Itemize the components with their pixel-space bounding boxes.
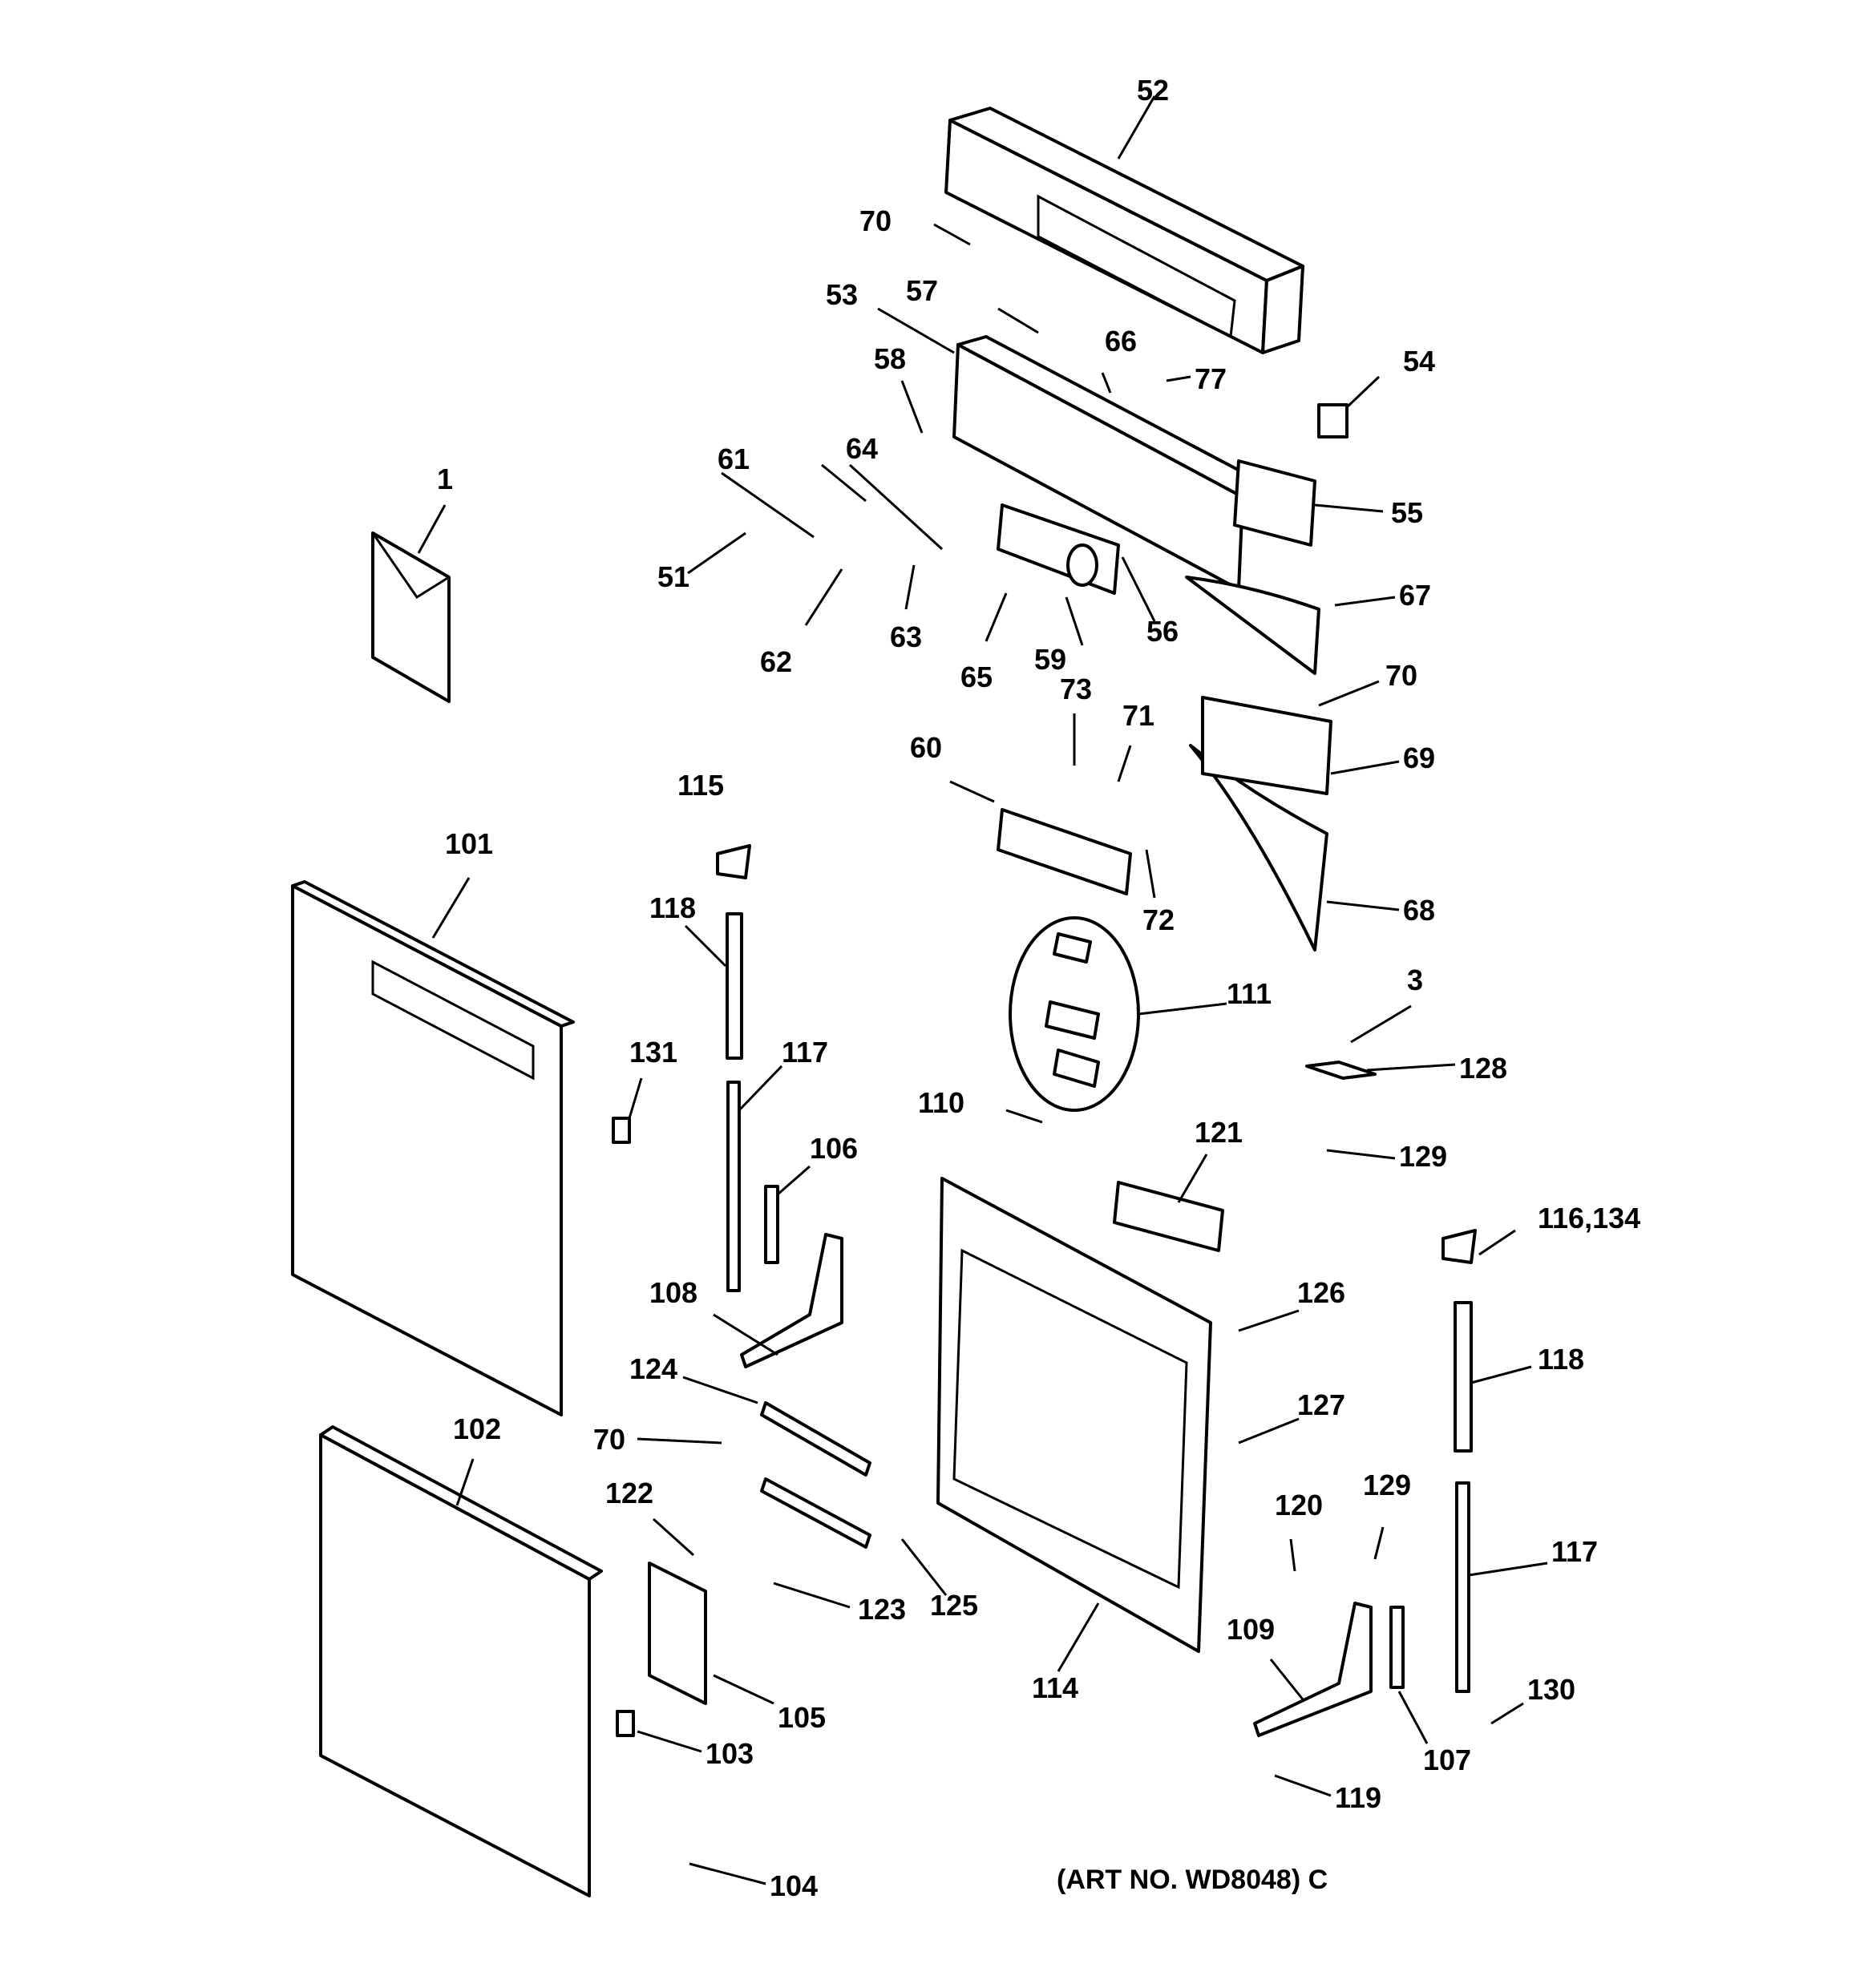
callout-101: 101 [445,827,494,860]
part-101-outer-door [291,877,575,1416]
callout-64: 64 [846,432,879,465]
part-103-clip [616,1710,702,1753]
callout-57: 57 [906,274,939,307]
part-125-bracket [760,1477,948,1596]
callout-104: 104 [770,1869,819,1902]
part-1-literature-envelope [371,504,451,703]
callout-116-134: 116,134 [1538,1202,1641,1234]
callout-129-bottom: 129 [1363,1469,1412,1501]
callout-52: 52 [1137,74,1170,107]
callout-109: 109 [1227,1613,1276,1646]
callout-105: 105 [778,1701,827,1734]
part-121-dispenser [1113,1154,1224,1252]
part-131-clip [612,1077,643,1144]
callout-127: 127 [1297,1388,1346,1421]
part-115-bracket-left [716,844,751,879]
callout-125: 125 [930,1589,979,1622]
callout-58: 58 [874,342,907,375]
part-124-bracket [682,1376,871,1477]
part-118-spring-left [684,912,743,1060]
callout-67: 67 [1399,579,1432,612]
part-111-bracket-kit [1009,916,1227,1112]
callout-108: 108 [649,1276,698,1309]
callout-124: 124 [629,1352,678,1385]
callout-106: 106 [810,1132,859,1165]
part-114-inner-door [936,1177,1212,1672]
callout-131: 131 [629,1036,678,1069]
callout-102: 102 [453,1412,502,1445]
art-number: (ART NO. WD8048) C [1057,1865,1328,1895]
callout-119: 119 [1335,1781,1382,1814]
callout-77: 77 [1195,362,1227,395]
callout-126: 126 [1297,1276,1346,1309]
part-59-knob-panel [997,503,1120,595]
callout-70-top: 70 [859,204,892,237]
callout-123: 123 [858,1593,907,1626]
part-108-hinge-left [713,1233,843,1368]
callout-72: 72 [1142,903,1175,936]
callout-61: 61 [718,442,750,475]
callout-70-right: 70 [1385,659,1418,692]
callout-62: 62 [760,645,793,678]
callout-71: 71 [1122,699,1155,732]
callout-118-left: 118 [649,891,697,924]
part-105-hinge-plate [648,1562,774,1705]
part-106-hinge-arm [764,1165,811,1264]
callout-114: 114 [1032,1671,1079,1704]
callout-53: 53 [826,278,859,311]
part-60-button-panel [949,780,1132,895]
part-117-rod-right [1455,1481,1548,1693]
callout-56: 56 [1146,615,1179,648]
callout-68: 68 [1403,894,1436,927]
callout-55: 55 [1391,496,1424,529]
callout-69: 69 [1403,741,1436,774]
callout-130: 130 [1527,1673,1576,1706]
callout-110: 110 [918,1086,965,1119]
part-67-wire-harness [1185,576,1396,675]
part-107-hinge-arm [1389,1606,1429,1744]
callout-117-right: 117 [1551,1535,1599,1568]
part-55-timer [1233,459,1384,547]
part-69-circuit-board [1201,696,1400,795]
callout-117-left: 117 [782,1036,829,1069]
callout-118-right: 118 [1538,1343,1585,1376]
part-102-door-panel [319,1425,603,1897]
callout-129-top: 129 [1399,1140,1448,1173]
callout-65: 65 [960,661,993,693]
callout-115: 115 [677,769,725,802]
part-128-plate [1305,1061,1456,1080]
callout-51: 51 [657,560,690,593]
callout-66: 66 [1105,325,1138,358]
part-118-spring-right [1454,1301,1532,1453]
callout-70-bottom: 70 [593,1423,626,1456]
callout-107: 107 [1423,1744,1472,1776]
part-116-bracket-right [1442,1229,1516,1264]
callout-54: 54 [1403,345,1436,378]
callout-59: 59 [1034,643,1067,676]
part-117-rod-left [726,1065,783,1292]
callout-63: 63 [890,620,923,653]
callout-120: 120 [1275,1489,1324,1521]
callout-3: 3 [1407,964,1424,996]
callout-128: 128 [1459,1052,1508,1085]
callout-73: 73 [1060,673,1093,705]
part-52-control-panel [944,95,1304,354]
callout-60: 60 [910,731,943,764]
leader-lines [637,223,1524,1885]
callout-111: 111 [1227,977,1272,1010]
part-109-hinge-right [1253,1602,1373,1737]
callout-121: 121 [1195,1116,1243,1149]
callout-122: 122 [605,1477,654,1509]
callout-103: 103 [706,1737,754,1770]
callout-1: 1 [437,463,454,495]
part-54-switch [1317,375,1381,438]
